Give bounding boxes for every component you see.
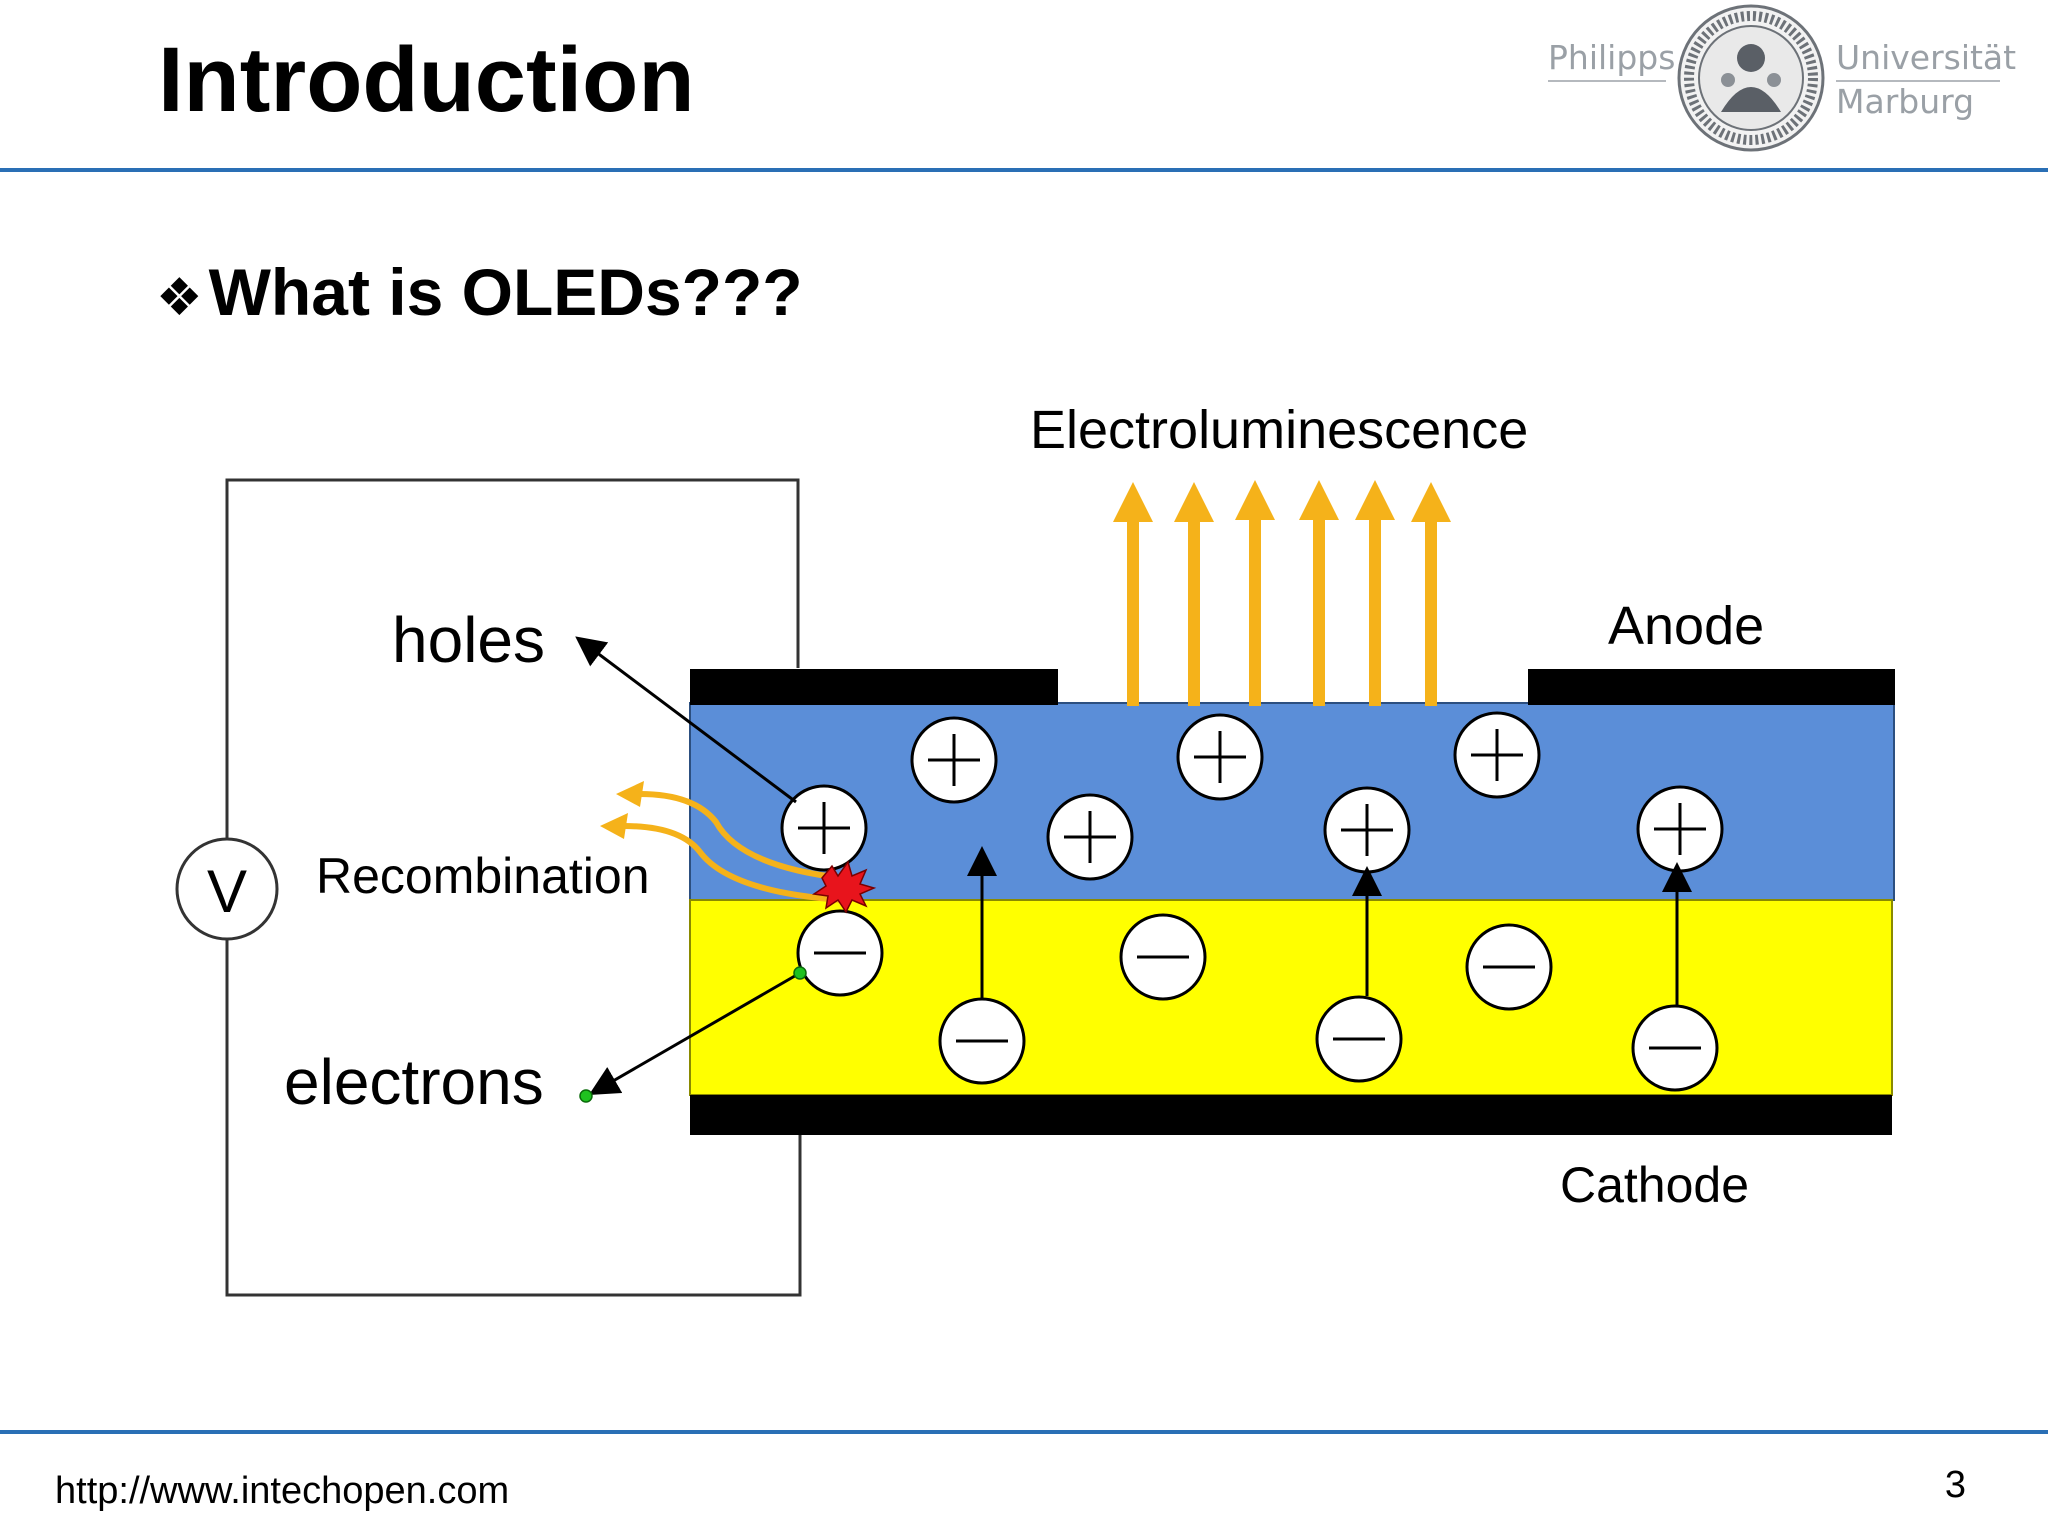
- voltmeter-label: V: [207, 858, 247, 925]
- recombination-label: Recombination: [316, 848, 650, 904]
- electron-marker-dot: [579, 1089, 593, 1103]
- footer-url: http://www.intechopen.com: [55, 1470, 510, 1512]
- light-arrow: [1235, 480, 1275, 706]
- hole-charge: [1453, 711, 1541, 799]
- recombination-emission: [600, 781, 843, 903]
- university-seal-icon: [1677, 4, 1825, 152]
- light-arrows: [1113, 480, 1451, 706]
- recombination-spark-icon: [811, 860, 877, 914]
- university-logo: Philipps Universität Marburg: [1548, 0, 2016, 160]
- electron-charge: [1119, 913, 1207, 1001]
- anode-right: [1528, 669, 1895, 705]
- hole-charge: [910, 716, 998, 804]
- electron-charge: [938, 997, 1026, 1085]
- light-arrow: [1299, 480, 1339, 706]
- light-arrow: [1174, 482, 1214, 706]
- cathode-label: Cathode: [1560, 1157, 1749, 1213]
- hole-charge: [1176, 713, 1264, 801]
- logo-word-marburg: Marburg: [1836, 82, 1975, 121]
- electrons: [796, 909, 1719, 1092]
- bullet-heading: ❖What is OLEDs???: [156, 252, 803, 338]
- hole-charge: [780, 784, 868, 872]
- bullet-heading-text: What is OLEDs???: [208, 255, 803, 329]
- external-circuit: [225, 478, 802, 1297]
- logo-rule-right: [1836, 80, 2000, 82]
- holes-label: holes: [392, 604, 545, 676]
- electron-charge: [1465, 923, 1553, 1011]
- holes-leader-arrow: [575, 636, 797, 804]
- electron-charge: [1315, 995, 1403, 1083]
- light-arrow: [1355, 480, 1395, 706]
- electrons-label: electrons: [284, 1046, 544, 1118]
- logo-rule-left: [1548, 80, 1666, 82]
- header-divider: [0, 168, 2048, 172]
- voltmeter: V: [175, 837, 279, 941]
- light-arrow: [1113, 482, 1153, 706]
- holes: [780, 711, 1724, 881]
- hole-charge: [1636, 785, 1724, 873]
- electroluminescence-label: Electroluminescence: [1030, 400, 1528, 460]
- light-arrow: [1411, 482, 1451, 706]
- hole-charge: [1046, 793, 1134, 881]
- electron-drift-arrows: [967, 846, 1692, 1005]
- logo-word-philipps: Philipps: [1548, 38, 1676, 77]
- electron-charge: [1631, 1004, 1719, 1092]
- cathode: [690, 1095, 1892, 1135]
- logo-word-universitaet: Universität: [1836, 38, 2017, 77]
- electron-marker-dot: [793, 966, 807, 980]
- bullet-diamond-icon: ❖: [156, 268, 203, 328]
- electrons-leader-arrow: [588, 971, 801, 1096]
- electron-charge: [796, 909, 884, 997]
- slide-title: Introduction: [158, 29, 695, 131]
- footer-divider: [0, 1430, 2048, 1434]
- anode-left: [690, 669, 1058, 705]
- hole-charge: [1323, 786, 1411, 874]
- page-number: 3: [1944, 1464, 1966, 1506]
- anode-label: Anode: [1608, 596, 1764, 656]
